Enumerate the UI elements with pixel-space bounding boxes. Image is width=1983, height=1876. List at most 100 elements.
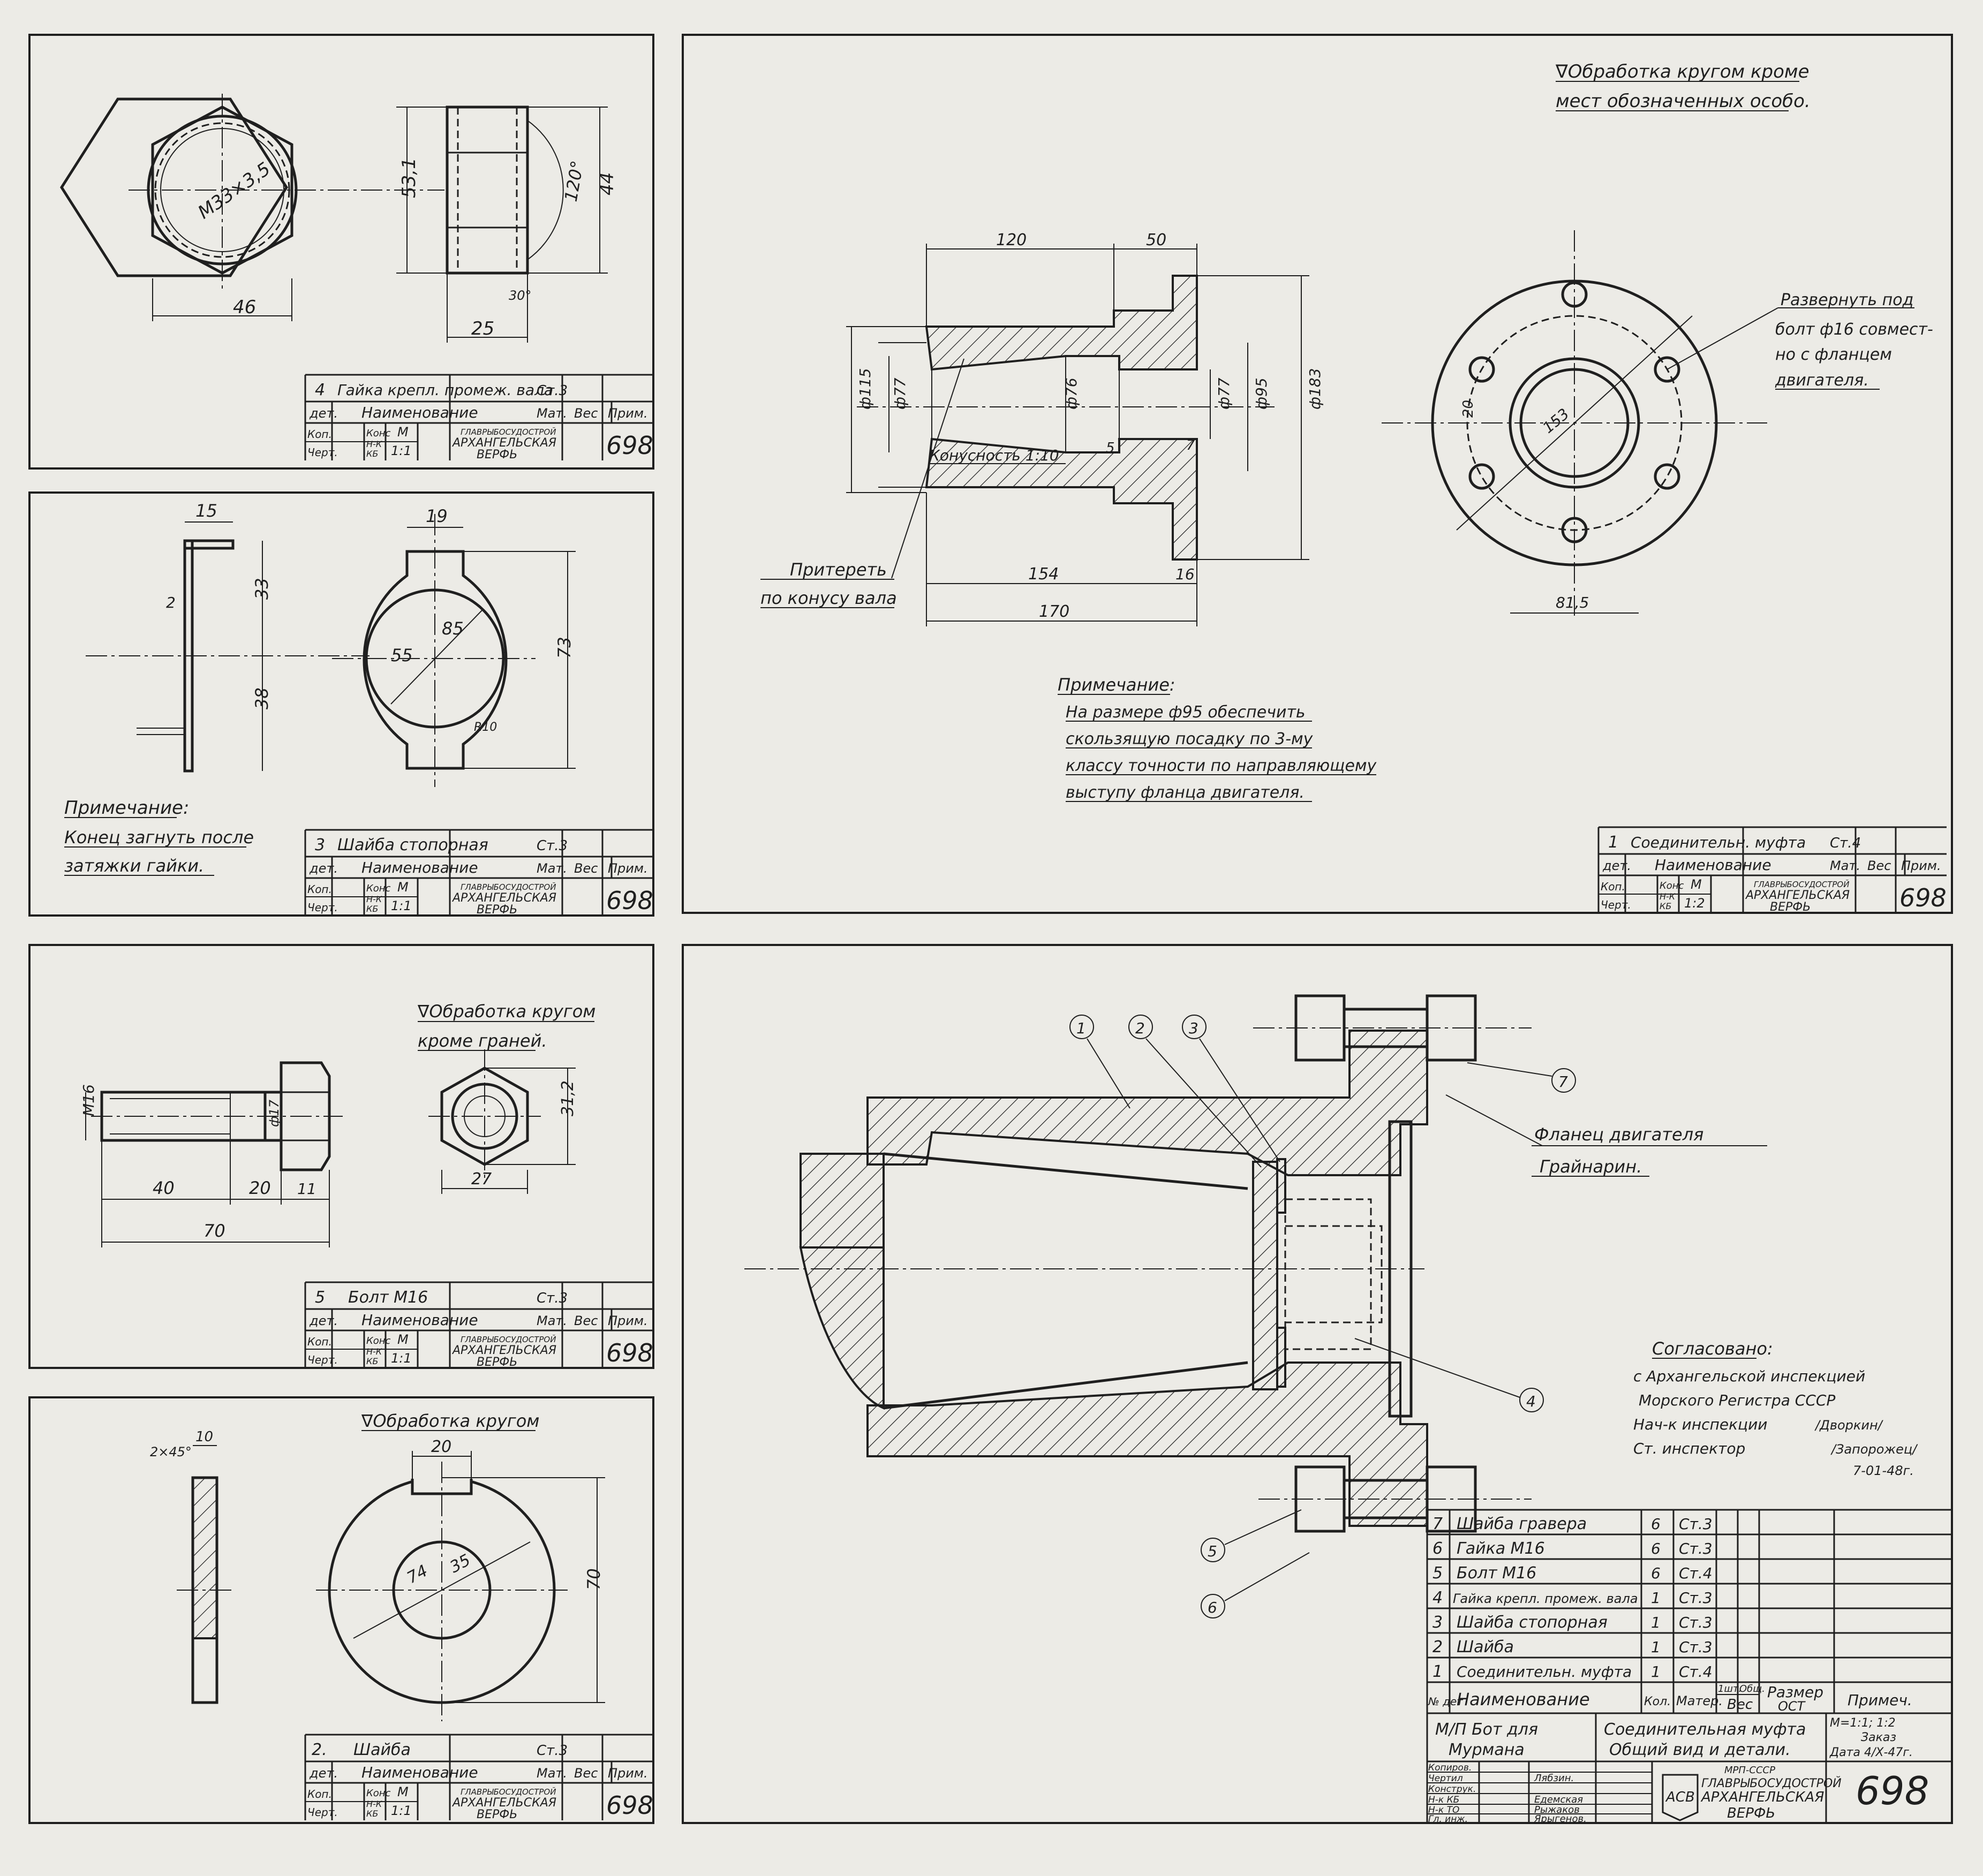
svg-text:Рыжаков: Рыжаков [1534,1804,1580,1816]
down-dim: 38 [252,687,272,709]
svg-text:698: 698 [606,1791,653,1820]
finish-note-1: ∇Обработка кругом [417,1001,595,1022]
svg-text:Гл. инж.: Гл. инж. [1428,1814,1468,1825]
svg-text:М: М [397,425,409,440]
svg-text:АРХАНГЕЛЬСКАЯ: АРХАНГЕЛЬСКАЯ [451,436,556,450]
svg-text:дет.: дет. [309,861,338,876]
dim-120: 120 [996,231,1027,249]
svg-text:ГЛАВРЫБОСУДОСТРОЙ: ГЛАВРЫБОСУДОСТРОЙ [461,882,556,892]
note-2: скользящую посадку по 3-му [1066,730,1314,748]
part-3-lock-washer-drawing: 15 2 33 38 55 85 19 73 R10 Примечание: К… [64,501,576,876]
svg-text:4: 4 [1432,1588,1443,1607]
callout-6: 6 [1201,1552,1310,1618]
svg-text:Чертил: Чертил [1428,1773,1463,1784]
assembly-view: 1 2 3 4 5 6 7 [744,994,1918,1618]
svg-text:698: 698 [1899,883,1947,912]
svg-text:1: 1 [1651,1614,1661,1631]
svg-text:698: 698 [606,886,653,915]
svg-text:Заказ: Заказ [1861,1731,1896,1744]
svg-text:Ст.3: Ст.3 [537,383,568,399]
shipyard-logo: АСВ [1662,1774,1699,1821]
svg-text:Общ.: Общ. [1739,1683,1765,1695]
svg-text:5: 5 [1208,1542,1217,1560]
svg-text:Конс: Конс [366,1335,391,1347]
svg-text:Коп.: Коп. [1601,880,1625,893]
flange-label-1: Фланец двигателя [1534,1124,1703,1145]
svg-text:Ст.3: Ст.3 [1679,1540,1713,1557]
svg-text:Едемская: Едемская [1534,1794,1583,1805]
agreed-3: Нач-к инспекции [1633,1416,1767,1433]
svg-text:1: 1 [1651,1663,1661,1681]
note-4: выступу фланца двигателя. [1066,783,1305,802]
chamfer-dim: 30° [509,288,532,303]
svg-text:1шт.: 1шт. [1718,1683,1741,1695]
svg-text:Ст.3: Ст.3 [1679,1638,1713,1656]
svg-text:Черт.: Черт. [307,901,338,914]
svg-text:М: М [397,1784,409,1799]
agreed-4: Ст. инспектор [1633,1440,1745,1457]
agreed-1: с Архангельской инспекцией [1633,1367,1865,1385]
svg-text:Н-К: Н-К [366,1347,382,1357]
svg-text:Мат.: Мат. [537,406,567,421]
svg-text:АРХАНГЕЛЬСКАЯ: АРХАНГЕЛЬСКАЯ [1700,1789,1824,1805]
svg-text:Ст.4: Ст.4 [1679,1663,1713,1681]
ream-note-1: Развернуть под [1781,291,1913,309]
svg-text:МРП-СССР: МРП-СССР [1724,1765,1775,1776]
svg-text:АРХАНГЕЛЬСКАЯ: АРХАНГЕЛЬСКАЯ [451,1796,556,1810]
svg-text:3: 3 [315,836,325,854]
svg-text:Конструк.: Конструк. [1428,1784,1476,1795]
d-dim: ф17 [267,1099,282,1127]
parts-row-name: Шайба гравера [1457,1515,1587,1533]
dim-16: 16 [1175,565,1195,583]
lap-note-2: по конусу вала [760,588,897,608]
svg-text:5: 5 [315,1288,325,1307]
svg-text:1:1: 1:1 [391,1803,412,1818]
agreed-4b: /Запорожец/ [1830,1442,1918,1457]
pcd-dim: 153 [1539,405,1572,437]
svg-text:АСВ: АСВ [1665,1789,1695,1805]
svg-text:2: 2 [1135,1019,1145,1037]
svg-text:1:2: 1:2 [1684,896,1705,911]
thk-dim: 2 [166,594,176,611]
dim-5: 5 [1106,440,1115,456]
part-1-coupling-drawing: ∇Обработка кругом кроме мест обозначенны… [760,61,1933,802]
d95-dim: ф95 [1253,377,1270,410]
svg-text:1: 1 [1608,833,1618,852]
svg-text:Ярыгенов.: Ярыгенов. [1534,1813,1587,1825]
title-block-part-3: 3 Шайба стопорная Ст.3 дет. Наименование… [304,829,654,917]
dim-7: 7 [1186,437,1195,453]
svg-text:Н-к ТО: Н-к ТО [1428,1805,1459,1816]
svg-text:Мат.: Мат. [537,1766,567,1781]
svg-text:Коп.: Коп. [307,428,332,441]
svg-text:698: 698 [606,431,653,460]
svg-text:Н-К: Н-К [366,439,382,449]
svg-text:ВЕРФЬ: ВЕРФЬ [1770,901,1811,914]
svg-text:дет.: дет. [1602,858,1631,873]
svg-text:Ст.3: Ст.3 [1679,1515,1713,1533]
svg-text:КБ: КБ [366,904,378,914]
svg-text:ВЕРФЬ: ВЕРФЬ [1727,1805,1775,1821]
svg-text:ГЛАВРЫБОСУДОСТРОЙ: ГЛАВРЫБОСУДОСТРОЙ [1701,1776,1842,1790]
svg-text:Вес: Вес [574,861,598,876]
svg-text:5: 5 [1432,1564,1443,1583]
svg-text:Н-К: Н-К [366,894,382,904]
svg-text:Шайба: Шайба [1457,1638,1514,1656]
d115-dim: ф115 [856,368,874,410]
svg-text:Конс: Конс [366,1788,391,1799]
shank-dim: 40 [153,1178,175,1198]
svg-text:Прим.: Прим. [608,406,648,421]
part-2-washer-drawing: ∇Обработка кругом 10 2×45° 20 74 35 70 [150,1411,605,1721]
svg-text:Соединительн. муфта: Соединительн. муфта [1457,1663,1632,1681]
agreed-title: Согласовано: [1652,1338,1773,1359]
svg-text:Матер.: Матер. [1676,1693,1723,1708]
project-2: Мурмана [1449,1741,1525,1759]
svg-text:6: 6 [1208,1599,1217,1616]
svg-text:Прим.: Прим. [608,1313,648,1328]
svg-text:КБ: КБ [366,449,378,459]
drawing-number: 698 [1856,1768,1929,1813]
svg-text:ОСТ: ОСТ [1778,1699,1806,1714]
callout-1: 1 [1069,1015,1130,1109]
agreed-3b: /Дворкин/ [1814,1418,1884,1433]
ream-note-2: болт ф16 совмест- [1775,320,1933,339]
svg-text:Мат.: Мат. [537,1313,567,1328]
